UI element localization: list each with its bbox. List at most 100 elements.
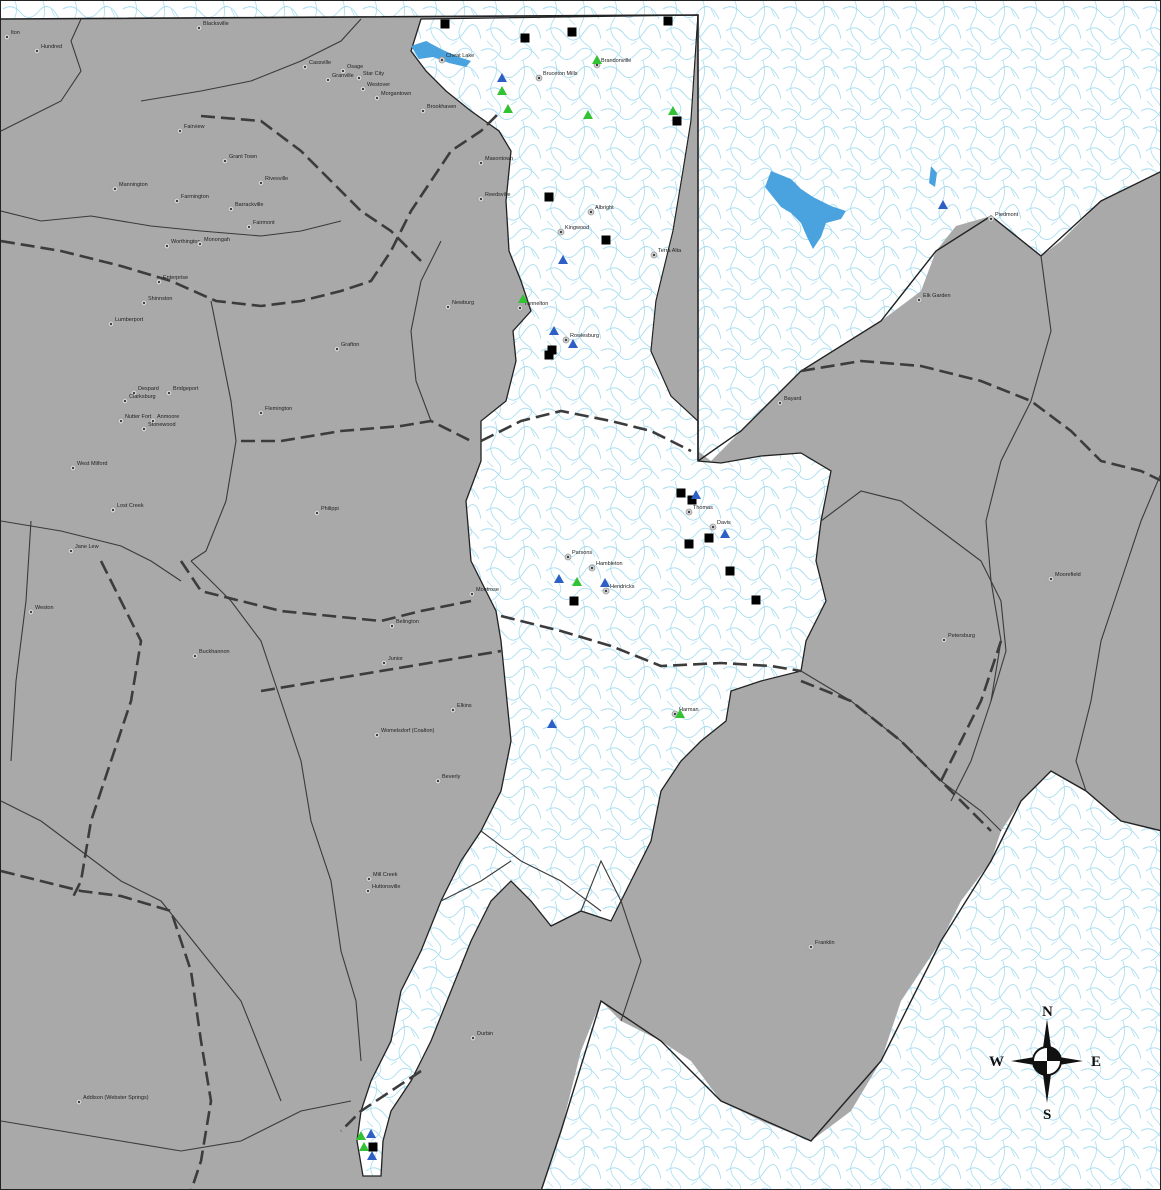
town-marker[interactable]: Mannington [111, 182, 148, 193]
town-marker[interactable]: Rivesville [257, 176, 288, 187]
town-marker[interactable]: Terra Alta [650, 248, 682, 259]
green-triangle-site-marker[interactable] [583, 110, 593, 119]
town-marker[interactable]: Worthington [163, 239, 201, 250]
town-marker[interactable]: Star City [355, 71, 384, 82]
town-marker[interactable]: Huttonsville [364, 884, 400, 895]
town-marker[interactable]: Nutter Fort [117, 414, 152, 425]
green-triangle-site-marker[interactable] [572, 577, 582, 586]
black-square-site-marker[interactable] [672, 116, 682, 126]
town-marker[interactable]: Parsons [564, 550, 592, 561]
town-marker[interactable]: Davis [709, 520, 731, 531]
town-marker[interactable]: Anmoore [149, 414, 179, 425]
black-square-site-marker[interactable] [663, 16, 673, 26]
town-marker[interactable]: Cassville [301, 60, 331, 71]
black-square-site-marker[interactable] [544, 192, 554, 202]
town-marker[interactable]: Kingwood [557, 225, 589, 236]
town-marker[interactable]: Durbin [469, 1031, 493, 1042]
town-marker[interactable]: Bridgeport [165, 386, 199, 397]
green-triangle-site-marker[interactable] [668, 106, 678, 115]
town-marker[interactable]: Hambleton [588, 561, 623, 572]
town-marker[interactable]: Weston [27, 605, 54, 616]
black-square-site-marker[interactable] [751, 595, 761, 605]
black-square-site-marker[interactable] [725, 566, 735, 576]
town-marker[interactable]: Beverly [434, 774, 461, 785]
black-square-site-marker[interactable] [544, 350, 554, 360]
green-triangle-site-marker[interactable] [592, 55, 602, 64]
black-square-site-marker[interactable] [520, 33, 530, 43]
town-marker[interactable]: Bayard [776, 396, 801, 407]
town-marker[interactable]: Junior [380, 656, 403, 667]
town-marker[interactable]: Masontown [477, 156, 513, 167]
town-marker[interactable]: Despard [130, 386, 159, 397]
town-marker[interactable]: Shinnston [140, 296, 172, 307]
town-marker[interactable]: West Milford [69, 461, 107, 472]
town-marker[interactable]: Mill Creek [365, 872, 398, 883]
town-marker[interactable]: Stonewood [140, 422, 176, 433]
town-marker[interactable]: Flemington [257, 406, 292, 417]
town-marker[interactable]: Buckhannon [191, 649, 230, 660]
green-triangle-site-marker[interactable] [503, 104, 513, 113]
town-marker[interactable]: Bruceton Mills [535, 71, 578, 82]
town-marker[interactable]: Morgantown [373, 91, 411, 102]
black-square-site-marker[interactable] [684, 539, 694, 549]
town-marker[interactable]: Westover [359, 82, 390, 93]
blue-triangle-site-marker[interactable] [366, 1129, 376, 1138]
town-marker[interactable]: Osage [339, 64, 363, 75]
town-marker[interactable]: Monongah [196, 237, 230, 248]
town-marker[interactable]: Addison (Webster Springs) [75, 1095, 149, 1106]
black-square-site-marker[interactable] [676, 488, 686, 498]
town-marker[interactable]: Elkins [449, 703, 472, 714]
black-square-site-marker[interactable] [687, 495, 697, 505]
black-square-site-marker[interactable] [601, 235, 611, 245]
blue-triangle-site-marker[interactable] [547, 719, 557, 728]
town-marker[interactable]: Rowlesburg [562, 333, 599, 344]
town-marker[interactable]: Barrackville [227, 202, 263, 213]
town-marker[interactable]: Albright [587, 205, 614, 216]
town-marker[interactable]: Clarksburg [121, 394, 156, 405]
blue-triangle-site-marker[interactable] [497, 73, 507, 82]
town-marker[interactable]: Philippi [313, 506, 339, 517]
blue-triangle-site-marker[interactable] [568, 339, 578, 348]
green-triangle-site-marker[interactable] [497, 86, 507, 95]
town-marker[interactable]: Thomas [685, 505, 713, 516]
blue-triangle-site-marker[interactable] [691, 490, 701, 499]
town-marker[interactable]: Lumberport [107, 317, 144, 328]
town-marker[interactable]: Fairview [176, 124, 205, 135]
town-marker[interactable]: Franklin [807, 940, 835, 951]
town-marker[interactable]: Lost Creek [109, 503, 144, 514]
town-marker[interactable]: Elk Garden [915, 293, 951, 304]
town-marker[interactable]: Brookhaven [419, 104, 456, 115]
blue-triangle-site-marker[interactable] [720, 529, 730, 538]
town-marker[interactable]: Piedmont [987, 212, 1019, 223]
town-marker[interactable]: Belington [388, 619, 419, 630]
black-square-site-marker[interactable] [547, 345, 557, 355]
black-square-site-marker[interactable] [704, 533, 714, 543]
town-marker[interactable]: Grafton [333, 342, 359, 353]
town-marker[interactable]: Montrose [468, 587, 499, 598]
green-triangle-site-marker[interactable] [359, 1142, 369, 1151]
town-marker[interactable]: Blacksville [195, 21, 229, 32]
blue-triangle-site-marker[interactable] [367, 1151, 377, 1160]
town-marker[interactable]: Womelsdorf (Coalton) [373, 728, 435, 739]
blue-triangle-site-marker[interactable] [549, 326, 559, 335]
blue-triangle-site-marker[interactable] [938, 200, 948, 209]
town-marker[interactable]: Cheat Lake [438, 53, 474, 64]
blue-triangle-site-marker[interactable] [554, 574, 564, 583]
town-marker[interactable]: Newburg [444, 300, 474, 311]
blue-triangle-site-marker[interactable] [600, 578, 610, 587]
town-marker[interactable]: Grant Town [221, 154, 257, 165]
green-triangle-site-marker[interactable] [675, 709, 685, 718]
town-marker[interactable]: Farmington [173, 194, 209, 205]
town-marker[interactable]: Jane Lew [67, 544, 99, 555]
black-square-site-marker[interactable] [567, 27, 577, 37]
town-marker[interactable]: Hendricks [602, 584, 635, 595]
town-marker[interactable]: Reedsville [477, 192, 510, 203]
blue-triangle-site-marker[interactable] [558, 255, 568, 264]
green-triangle-site-marker[interactable] [356, 1131, 366, 1140]
town-marker[interactable]: Hundred [33, 44, 62, 55]
town-marker[interactable]: Tunnelton [516, 301, 548, 312]
green-triangle-site-marker[interactable] [518, 294, 528, 303]
town-marker[interactable]: Granville [324, 73, 354, 84]
black-square-site-marker[interactable] [368, 1142, 378, 1152]
